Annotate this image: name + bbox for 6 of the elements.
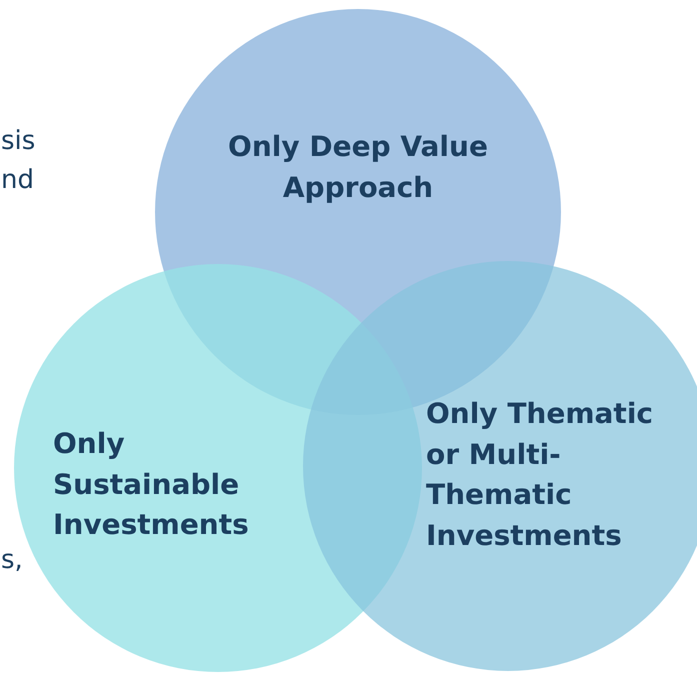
circle-label: Only Thematic or Multi-Thematic Investments <box>426 396 654 554</box>
cut-off-text: nd <box>1 165 34 195</box>
cut-off-text: s, <box>1 545 23 575</box>
circle-label: Only Sustainable Investments <box>53 426 250 544</box>
circle-label: Only Deep Value Approach <box>227 129 489 206</box>
cut-off-text: sis <box>1 126 36 156</box>
